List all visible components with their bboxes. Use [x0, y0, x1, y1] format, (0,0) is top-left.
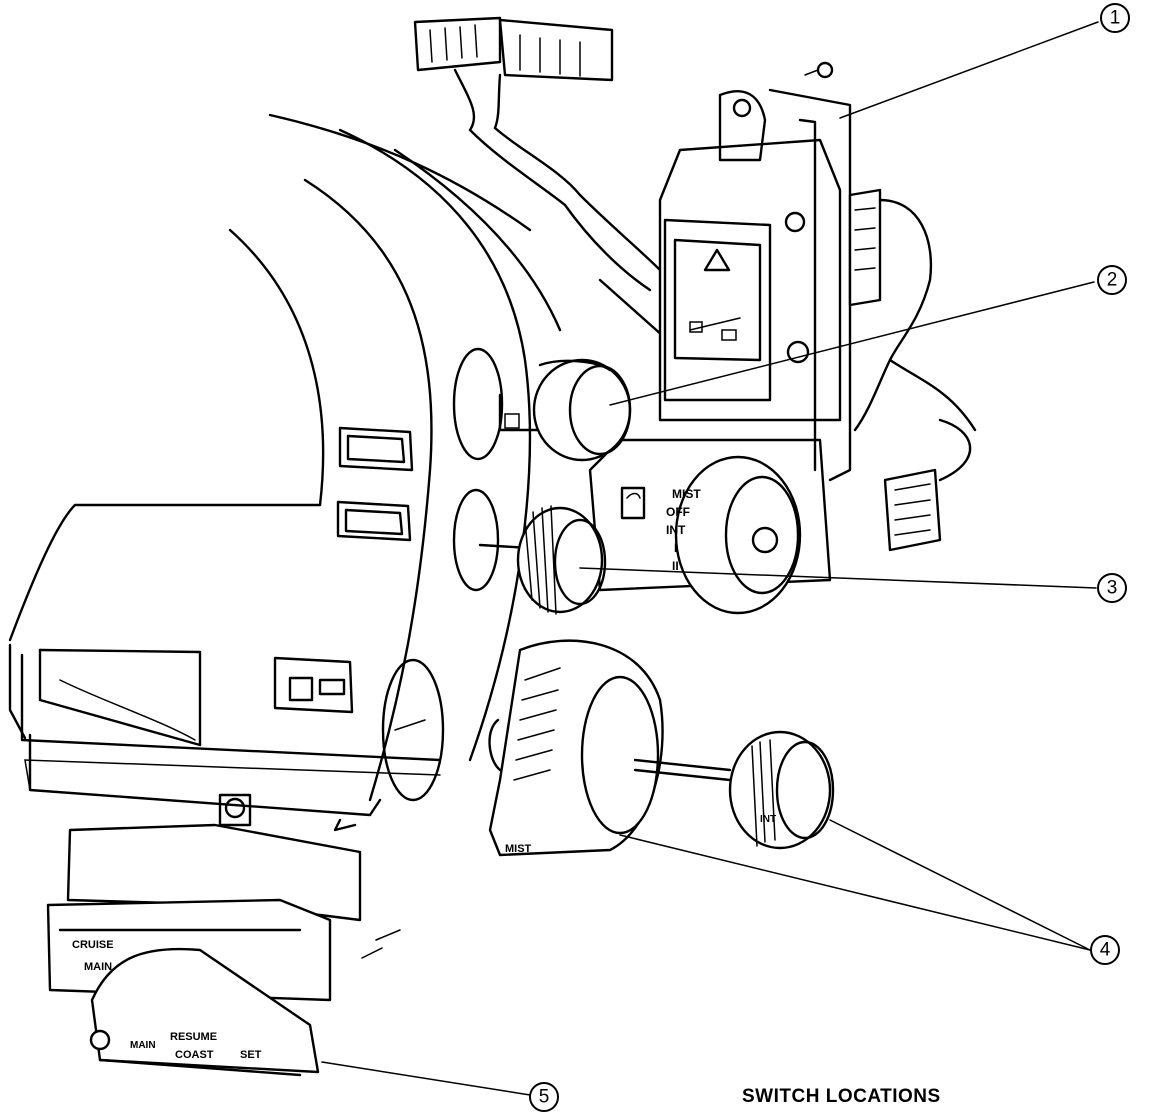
cruise-panel-label: CRUISE	[72, 939, 114, 951]
callout-2: 2	[1097, 265, 1127, 295]
callout-5: 5	[529, 1082, 559, 1112]
callout-leaders	[321, 21, 1099, 1096]
cruise-control-module: CRUISE MAIN MAIN RESUME COAST SET	[46, 793, 401, 1077]
cruise-stalk-main: MAIN	[130, 1040, 156, 1051]
harness-connector-top	[413, 16, 662, 292]
callout-2-label: 2	[1107, 270, 1118, 291]
diagram-caption: SWITCH LOCATIONS	[742, 1086, 941, 1107]
wiper-position-mist: MIST	[672, 487, 701, 501]
wiper-position-1: I	[674, 541, 677, 555]
callout-4-label: 4	[1100, 940, 1111, 961]
instrument-panel	[8, 113, 692, 817]
callout-1-label: 1	[1110, 8, 1121, 29]
combination-switch-body: MIST OFF INT I II	[588, 61, 977, 615]
cruise-stalk-set: SET	[240, 1049, 262, 1061]
wiper-position-int: INT	[666, 523, 686, 537]
callout-3: 3	[1097, 573, 1127, 603]
callout-5-label: 5	[539, 1087, 550, 1108]
cruise-stalk-resume: RESUME	[170, 1031, 217, 1043]
cruise-main-label: MAIN	[84, 961, 112, 973]
washer-switch-knob: INT	[633, 730, 835, 850]
wiper-switch-knob	[478, 505, 607, 615]
wiper-position-2: II	[672, 559, 679, 573]
callout-3-label: 3	[1107, 578, 1118, 599]
wiper-icon	[626, 492, 641, 499]
hazard-triangle-icon	[703, 248, 731, 272]
mist-knob-label: MIST	[505, 843, 532, 855]
light-switch-knob	[498, 358, 632, 462]
washer-knob-label: INT	[760, 814, 776, 825]
mist-switch-knob: MIST	[488, 639, 664, 857]
callout-1: 1	[1100, 3, 1130, 33]
callout-4: 4	[1090, 935, 1120, 965]
cruise-stalk-coast: COAST	[175, 1049, 214, 1061]
wiper-position-off: OFF	[666, 505, 690, 519]
